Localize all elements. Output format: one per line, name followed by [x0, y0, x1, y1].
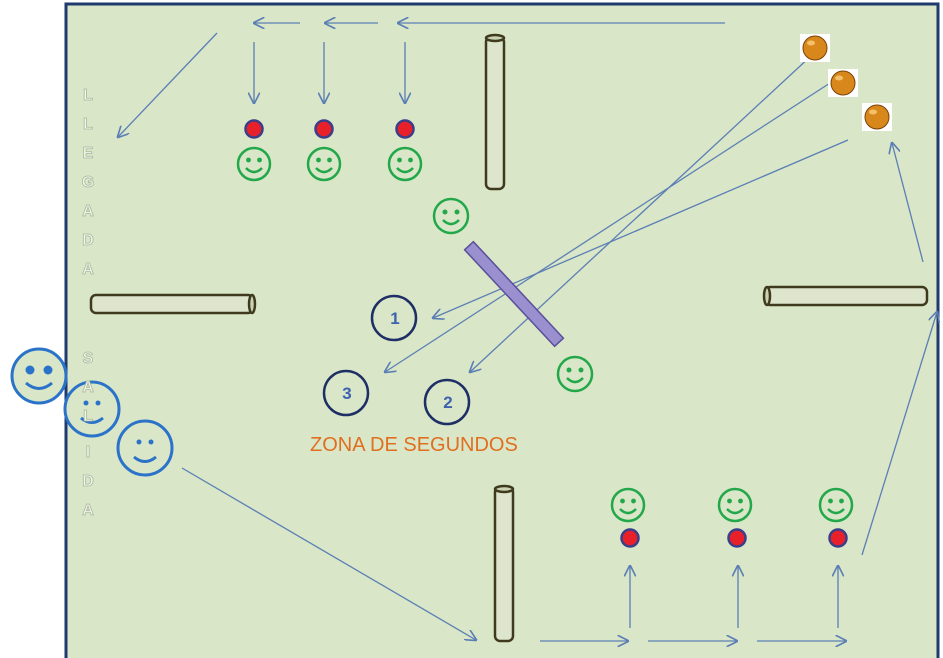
llegada-letter: A [82, 203, 94, 220]
zone-number-3: 3 [342, 384, 351, 403]
arrow-ball-2 [385, 82, 831, 372]
arrow-ball-1 [470, 54, 813, 372]
salida-letter: S [83, 350, 94, 367]
red-cone-icon [727, 528, 747, 548]
red-cone-icon [828, 528, 848, 548]
salida-letter: I [86, 444, 90, 461]
llegada-label: L L E G A D A [81, 87, 94, 279]
salida-letter: L [83, 408, 93, 425]
red-cone-icon [244, 119, 264, 139]
smiley-green-icon [818, 487, 854, 523]
smiley-blue-icon [116, 419, 174, 477]
zone-label: ZONA DE SEGUNDOS [310, 434, 518, 456]
smiley-green-icon [432, 197, 470, 235]
zone-number-1: 1 [390, 309, 399, 328]
ball-icon [862, 103, 892, 131]
llegada-letter: E [83, 145, 94, 162]
smiley-blue-icon [63, 380, 121, 438]
smiley-green-icon [387, 146, 423, 182]
llegada-letter: L [83, 87, 93, 104]
zone-target-3: 3 [322, 369, 370, 417]
llegada-letter: D [82, 232, 94, 249]
salida-label: S A L I D A [82, 350, 95, 520]
ball-icon [828, 69, 858, 97]
post-top [484, 33, 506, 191]
ball-icon [800, 34, 830, 62]
salida-letter: A [82, 502, 94, 519]
zone-number-2: 2 [443, 393, 452, 412]
salida-letter: D [82, 473, 94, 490]
cones [244, 119, 848, 548]
post-bottom [493, 484, 515, 643]
llegada-letter: A [82, 261, 94, 278]
smiley-green-icon [610, 487, 646, 523]
arrow-right-up-1 [861, 312, 937, 556]
arrow-right-up-2 [892, 143, 924, 263]
smiley-green-icon [236, 146, 272, 182]
smiley-green-icon [717, 487, 753, 523]
red-cone-icon [620, 528, 640, 548]
zone-target-1: 1 [370, 294, 418, 342]
post-left [89, 293, 257, 315]
red-cone-icon [395, 119, 415, 139]
llegada-letter: G [82, 174, 94, 191]
post-right [762, 285, 929, 307]
smiley-green-icon [556, 355, 594, 393]
barrier-bar [463, 240, 565, 348]
red-cone-icon [314, 119, 334, 139]
salida-letter: A [82, 379, 94, 396]
smiley-blue-icon [10, 347, 68, 405]
arrow-top-diagonal [118, 32, 218, 137]
smiley-green-icon [306, 146, 342, 182]
zone-target-2: 2 [423, 378, 471, 426]
arrow-bottom-diagonal [181, 467, 476, 640]
llegada-letter: L [83, 116, 93, 133]
